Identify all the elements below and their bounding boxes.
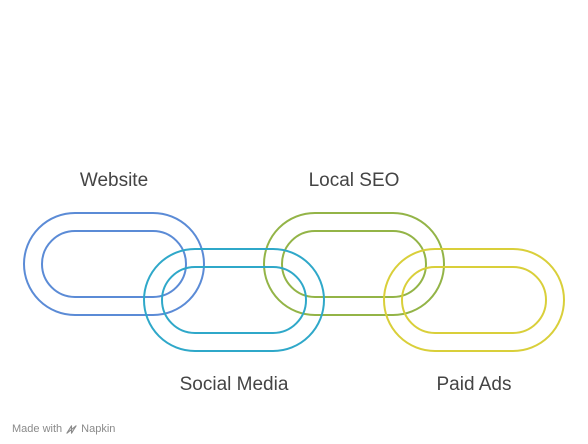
made-with-text: Made with xyxy=(12,423,63,435)
napkin-logo-icon xyxy=(66,424,77,434)
chain-link-local-seo xyxy=(263,212,445,316)
label-social-media: Social Media xyxy=(179,374,289,395)
made-with-napkin-footer: Made with Napkin xyxy=(12,423,115,435)
chain-link-social-media xyxy=(143,248,325,352)
napkin-brand-text: Napkin xyxy=(81,423,116,435)
label-paid-ads: Paid Ads xyxy=(436,374,512,395)
label-website: Website xyxy=(79,170,149,191)
chain-link-paid-ads xyxy=(383,248,565,352)
chain-link-website xyxy=(23,212,205,316)
label-local-seo: Local SEO xyxy=(308,170,400,191)
